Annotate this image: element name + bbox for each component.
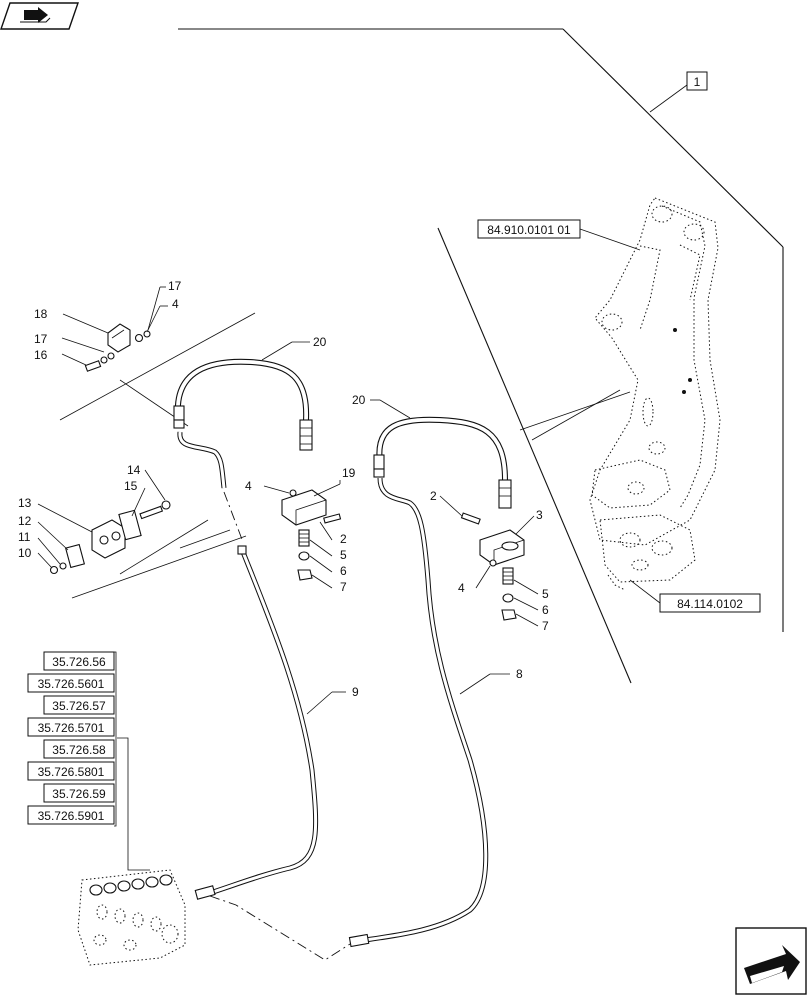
callout-20-left: 20: [313, 335, 327, 349]
pipe-8: [348, 477, 489, 948]
valve-ref-label: 35.726.59: [52, 787, 106, 801]
callout-9: 9: [352, 685, 359, 699]
valve-ref-label: 35.726.5701: [38, 721, 105, 735]
callout-14: 14: [127, 463, 141, 477]
valve-ref-label: 35.726.5901: [38, 809, 105, 823]
valve-ref-label: 35.726.56: [52, 655, 106, 669]
callout-19: 19: [342, 466, 356, 480]
callout-5-right: 5: [542, 587, 549, 601]
valve-ref-box-4[interactable]: 35.726.5701: [27, 717, 115, 737]
callout-4-left: 4: [245, 479, 252, 493]
valve-ref-box-2[interactable]: 35.726.5601: [27, 673, 115, 693]
bracket-left: [263, 483, 342, 589]
callout-15: 15: [124, 479, 138, 493]
callout-10: 10: [18, 546, 32, 560]
valve-ref-box-8[interactable]: 35.726.5901: [27, 805, 115, 825]
valve-ref-box-6[interactable]: 35.726.5801: [27, 761, 115, 781]
callout-8: 8: [516, 667, 523, 681]
callout-18: 18: [34, 307, 48, 321]
valve-ref-label: 35.726.5601: [38, 677, 105, 691]
callout-6-right: 6: [542, 603, 549, 617]
callout-17-top: 17: [168, 279, 182, 293]
boom-ref-label: 84.910.0101 01: [487, 223, 571, 237]
bracket-ref-box[interactable]: 84.114.0102: [629, 579, 761, 613]
valve-ref-label: 35.726.57: [52, 699, 106, 713]
clamp-upper-group: [59, 286, 256, 427]
callout-7-left: 7: [340, 580, 347, 594]
callout-2-right: 2: [430, 489, 437, 503]
clamp-lower-group: [37, 469, 247, 599]
valve-ref-label: 35.726.5801: [38, 765, 105, 779]
callout-4-right: 4: [458, 581, 465, 595]
valve-bank-illustration: [77, 869, 186, 966]
valve-ref-box-5[interactable]: 35.726.58: [43, 739, 115, 759]
bracket-right: [439, 495, 539, 627]
pipe-9: [177, 431, 319, 900]
callout-3: 3: [536, 508, 543, 522]
callout-2-left: 2: [340, 532, 347, 546]
callout-6-left: 6: [340, 564, 347, 578]
hose-20-left: [173, 358, 313, 451]
callout-13: 13: [18, 496, 32, 510]
callout-4-top: 4: [172, 297, 179, 311]
callout-20-right: 20: [352, 393, 366, 407]
valve-ref-list: 35.726.56 35.726.5601 35.726.57 35.726.5…: [27, 651, 115, 825]
book-arrow-icon[interactable]: [0, 2, 79, 30]
boom-ref-box[interactable]: 84.910.0101 01: [477, 219, 641, 251]
callout-17-left: 17: [34, 332, 48, 346]
callout-11: 11: [18, 530, 31, 544]
frame-lines: [178, 28, 784, 684]
assembly-ref-box[interactable]: 1: [686, 71, 708, 91]
assembly-ref-label: 1: [694, 75, 701, 89]
boom-illustration: [589, 197, 721, 591]
callout-12: 12: [18, 514, 32, 528]
hose-20-right: [373, 416, 512, 509]
bracket-ref-label: 84.114.0102: [677, 597, 743, 611]
valve-ref-label: 35.726.58: [52, 743, 106, 757]
valve-ref-box-3[interactable]: 35.726.57: [43, 695, 115, 715]
valve-ref-box-7[interactable]: 35.726.59: [43, 783, 115, 803]
next-page-arrow-icon[interactable]: [735, 927, 807, 995]
callout-7-right: 7: [542, 619, 549, 633]
valve-ref-box-1[interactable]: 35.726.56: [43, 651, 115, 671]
callout-16: 16: [34, 348, 48, 362]
callout-5-left: 5: [340, 548, 347, 562]
